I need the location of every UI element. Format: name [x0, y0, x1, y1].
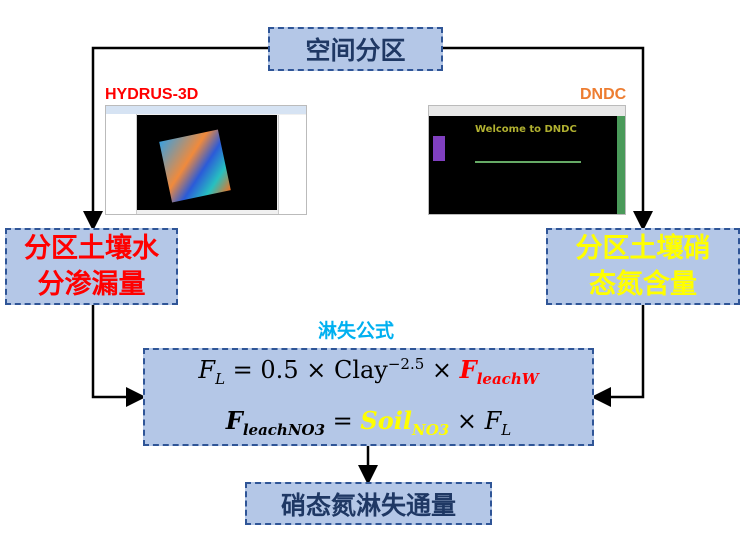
zone-soil-water-line2: 分渗漏量	[37, 268, 146, 300]
times-sign-2: ×	[449, 407, 485, 435]
arrow-right-to-formula	[591, 305, 645, 407]
fl-var: F	[198, 356, 216, 385]
f-leachw-sub: leachW	[476, 370, 539, 388]
zone-soil-water-box: 分区土壤水 分渗漏量	[5, 228, 178, 305]
formula-eq2: =	[325, 407, 361, 435]
nitrate-leaching-flux-box: 硝态氮淋失通量	[245, 482, 492, 525]
arrow-top-to-right	[443, 46, 653, 231]
f-leachno3-var: F	[225, 406, 243, 435]
dndc-screenshot: Welcome to DNDC	[428, 105, 626, 215]
formula-eq1: = 0.5 × Clay	[225, 356, 388, 385]
spatial-zoning-box: 空间分区	[268, 27, 443, 71]
formula-line-2: FleachNO3 = SoilNO3 × FL	[226, 400, 511, 451]
times-sign: ×	[424, 356, 460, 385]
hydrus-screenshot	[105, 105, 307, 215]
f-leachw-var: F	[459, 355, 477, 385]
arrow-left-to-formula	[91, 305, 146, 407]
fl-sub-2: L	[501, 420, 512, 439]
hydrus-label: HYDRUS-3D	[105, 86, 199, 103]
spatial-zoning-label: 空间分区	[305, 36, 406, 65]
zone-soil-nitrate-line1: 分区土壤硝	[575, 232, 711, 264]
f-leachno3-sub: leachNO3	[242, 420, 326, 439]
dndc-label: DNDC	[580, 86, 627, 103]
nitrate-leaching-flux-label: 硝态氮淋失通量	[280, 490, 456, 520]
zone-soil-water-line1: 分区土壤水	[24, 232, 159, 264]
formula-line-1: FL = 0.5 × Clay−2.5 × FleachW	[198, 343, 538, 400]
formula-title: 淋失公式	[318, 320, 395, 342]
fl-sub: L	[215, 370, 226, 388]
zone-soil-nitrate-line2: 态氮含量	[589, 268, 697, 300]
zone-soil-nitrate-box: 分区土壤硝 态氮含量	[546, 228, 740, 305]
dndc-welcome-text: Welcome to DNDC	[475, 124, 577, 135]
clay-exponent: −2.5	[387, 355, 425, 374]
leaching-formula-box: FL = 0.5 × Clay−2.5 × FleachW FleachNO3 …	[143, 348, 594, 446]
soil-no3-var: Soil	[360, 406, 412, 435]
soil-no3-sub: NO3	[412, 420, 450, 439]
arrow-top-to-left	[83, 46, 268, 231]
fl-var-2: F	[484, 407, 502, 435]
